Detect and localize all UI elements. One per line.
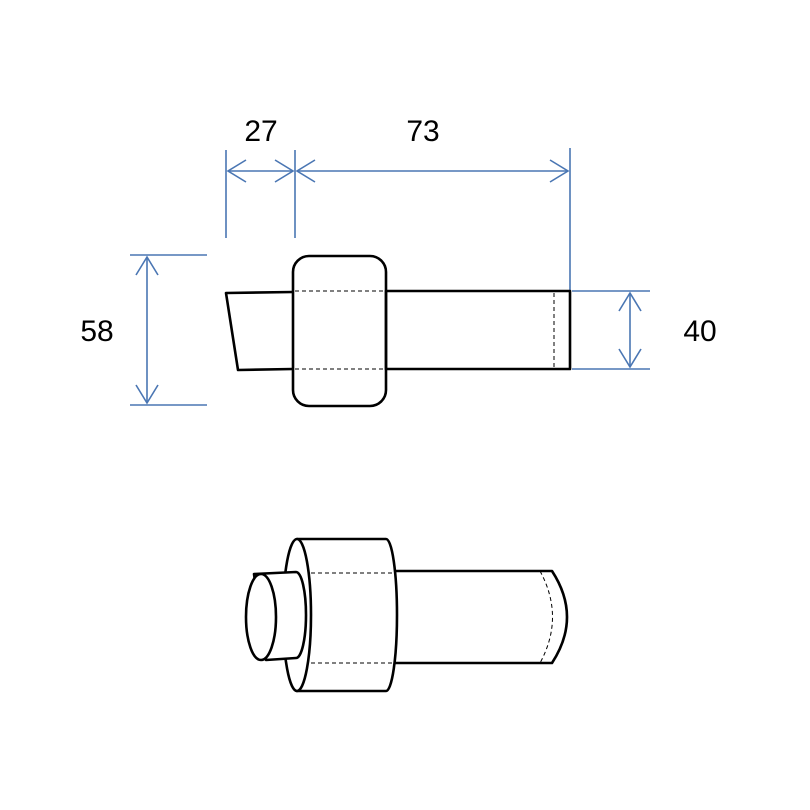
perspective-collar — [295, 537, 399, 693]
side-view — [224, 254, 572, 408]
dimension-lines — [130, 148, 650, 406]
arrowhead-58-bottom — [135, 384, 159, 405]
shaft — [384, 289, 572, 371]
perspective-tip-face — [244, 572, 278, 662]
tapered-tip — [224, 290, 294, 372]
perspective-view — [244, 537, 569, 693]
dimension-label-40: 40 — [683, 315, 716, 348]
perspective-shaft-hidden-arc — [539, 570, 553, 664]
arrowhead-27-left — [226, 159, 247, 183]
collar — [291, 254, 388, 408]
dimension-label-73: 73 — [406, 115, 439, 148]
arrowhead-40-bottom — [618, 348, 642, 369]
arrowhead-40-top — [618, 291, 642, 312]
arrowhead-73-left — [295, 159, 316, 183]
dimension-label-27: 27 — [244, 115, 277, 148]
dimension-label-58: 58 — [80, 315, 113, 348]
arrowhead-73-right — [549, 159, 570, 183]
arrowhead-27-right — [274, 159, 295, 183]
arrowhead-58-top — [135, 255, 159, 276]
perspective-shaft — [391, 569, 569, 665]
